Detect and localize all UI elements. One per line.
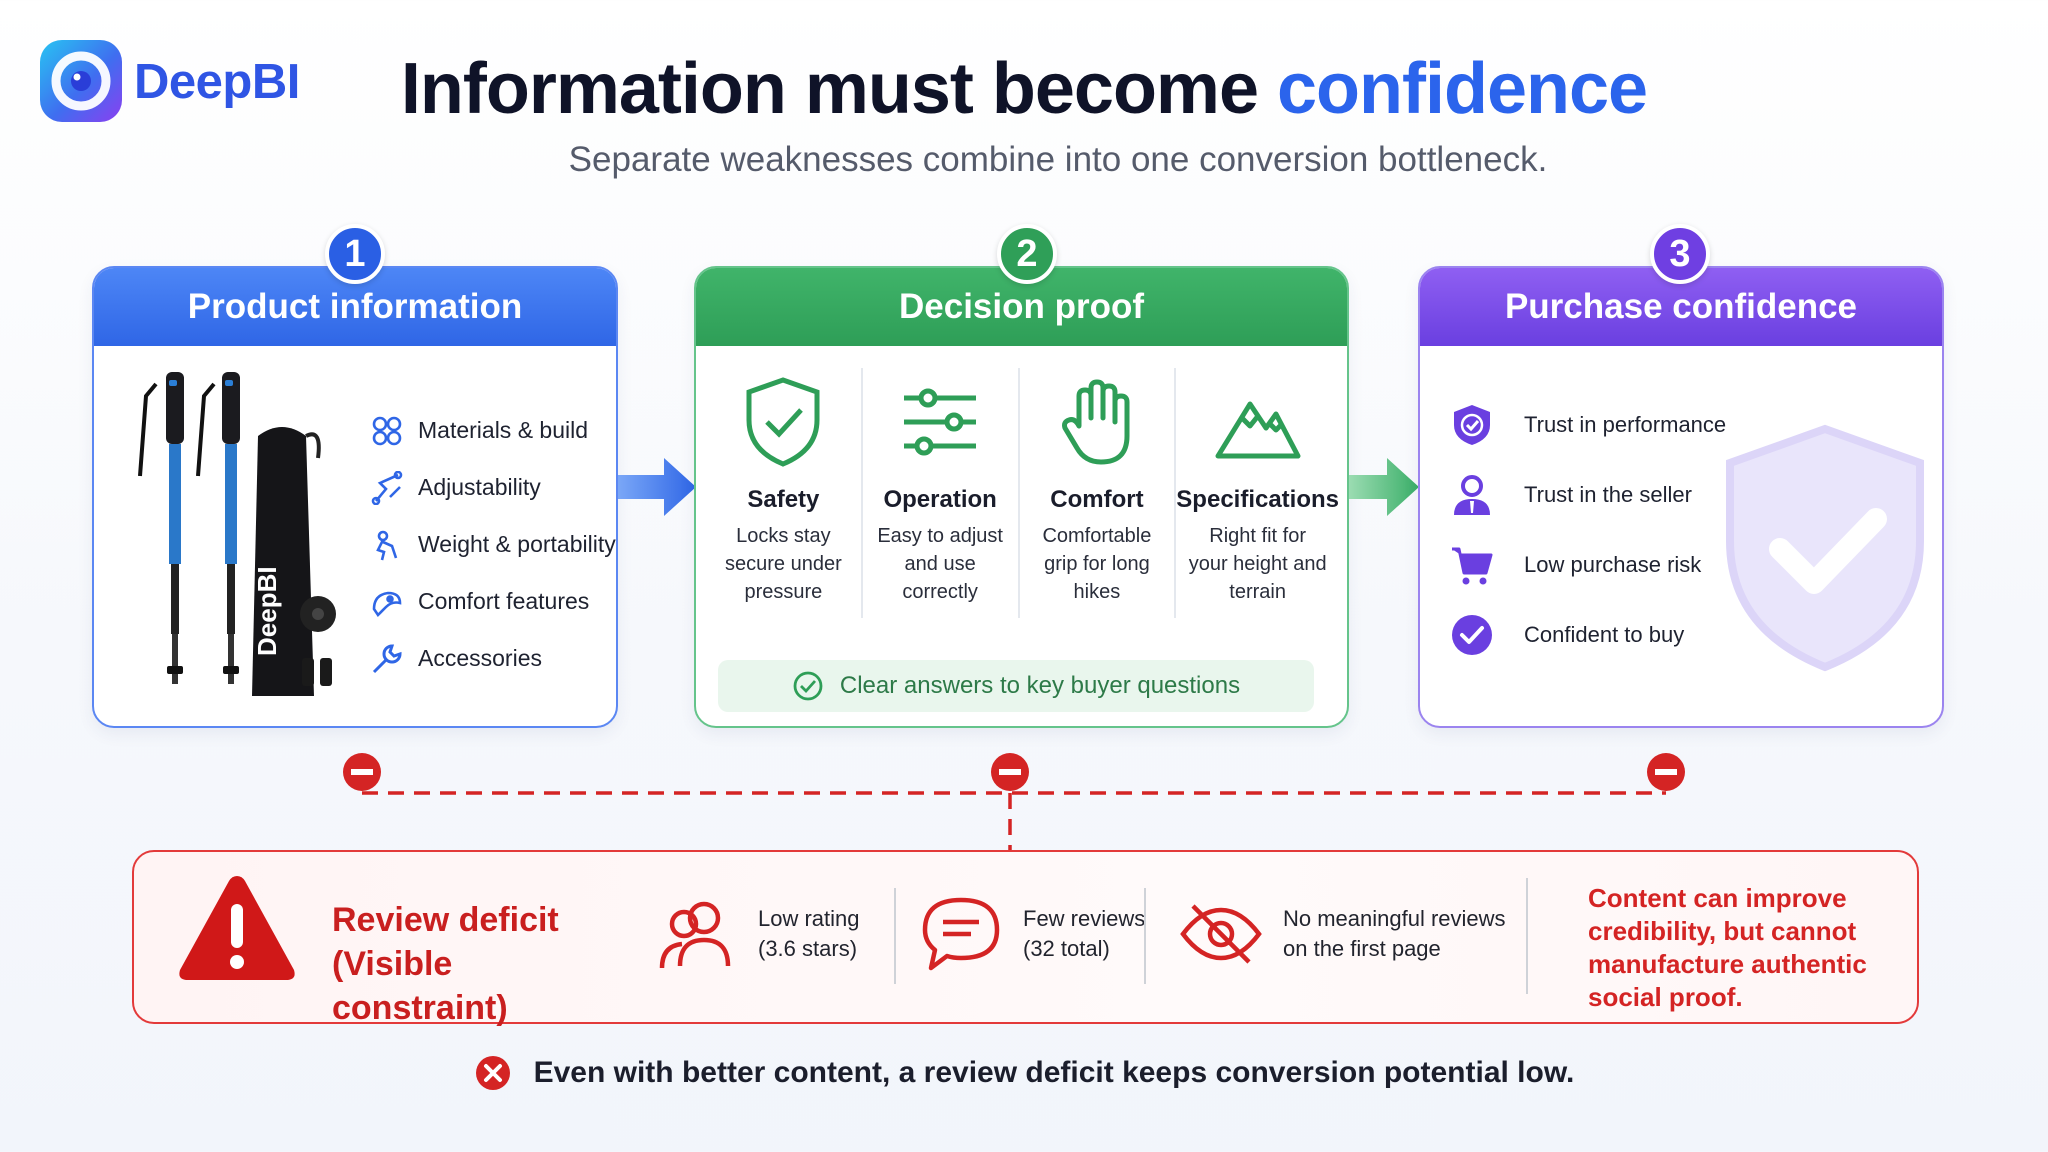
list-item: Accessories [370,630,616,687]
weight-icon [376,530,398,560]
list-item: Materials & build [370,402,616,459]
title-accent: confidence [1277,49,1648,129]
wrench-icon [372,643,402,673]
proof-safety: Safety Locks stay secure under pressure [706,368,863,618]
hand-icon [1061,379,1130,465]
cart-icon [1452,547,1493,585]
deficit-title: Review deficit (Visible constraint) [332,901,559,1027]
check-circle-icon [793,671,823,701]
proof-operation: Operation Easy to adjust and use correct… [863,368,1020,618]
users-icon [659,901,731,969]
divider [1144,888,1146,984]
stat-low-rating: Low rating(3.6 stars) [654,892,860,976]
proof-specifications: Specifications Right fit for your height… [1176,368,1339,618]
card-title: Product information [94,268,616,346]
divider [1526,878,1528,994]
product-information-card: Product information DeepBI M [92,266,618,728]
mountain-icon [1215,401,1301,459]
product-info-list: Materials & build Adjustability Weight &… [370,402,616,687]
deficit-note: Content can improve credibility, but can… [1588,883,1867,1012]
warning-triangle-icon [179,876,295,980]
brand-name: DeepBI [134,55,300,109]
list-item: Low purchase risk [1450,530,1726,600]
footer-statement: Even with better content, a review defic… [0,1054,2048,1092]
minus-circle-icon [1647,753,1685,791]
flow-arrow-right-icon [618,458,696,516]
bag-brand-label: DeepBI [252,566,282,656]
materials-icon [372,416,402,445]
eye-off-icon [1180,904,1262,964]
step-badge-1: 1 [325,224,385,284]
trekking-poles-image [138,372,336,696]
minus-circle-icon [991,753,1029,791]
proof-columns: Safety Locks stay secure under pressure … [706,368,1339,618]
list-item: Weight & portability [370,516,616,573]
list-item: Trust in performance [1450,390,1726,460]
shield-check-icon [1454,405,1490,445]
review-deficit-panel: Review deficit (Visible constraint) Low … [132,850,1919,1027]
shield-check-watermark-icon [1726,424,1924,672]
step-badge-3: 3 [1650,224,1710,284]
proof-comfort: Comfort Comfortable grip for long hikes [1020,368,1177,618]
purchase-confidence-card: Purchase confidence Trust in performance… [1418,266,1944,728]
list-item: Trust in the seller [1450,460,1726,530]
proof-banner: Clear answers to key buyer questions [718,660,1314,712]
stat-few-reviews: Few reviews(32 total) [919,892,1145,976]
adjust-icon [371,470,403,505]
page-subtitle: Separate weaknesses combine into one con… [568,140,1548,179]
page-title: Information must become confidence [400,49,1648,129]
minus-circle-icon [343,753,381,791]
confidence-list: Trust in performance Trust in the seller… [1450,390,1726,670]
list-item: Adjustability [370,459,616,516]
list-item: Comfort features [370,573,616,630]
check-circle-icon [1452,615,1492,655]
list-item: Confident to buy [1450,600,1726,670]
x-circle-icon [475,1056,510,1090]
flow-arrow-right-icon [1349,458,1419,516]
deepbi-logo-icon [40,40,122,122]
constraint-connectors [343,753,1685,850]
seller-icon [1454,475,1490,515]
chat-icon [922,897,1000,971]
comfort-icon [372,591,402,617]
divider [894,888,896,984]
decision-proof-card: Decision proof Safety Locks stay secure … [694,266,1349,728]
sliders-icon [904,388,977,456]
step-badge-2: 2 [997,224,1057,284]
shield-check-icon [746,377,820,467]
